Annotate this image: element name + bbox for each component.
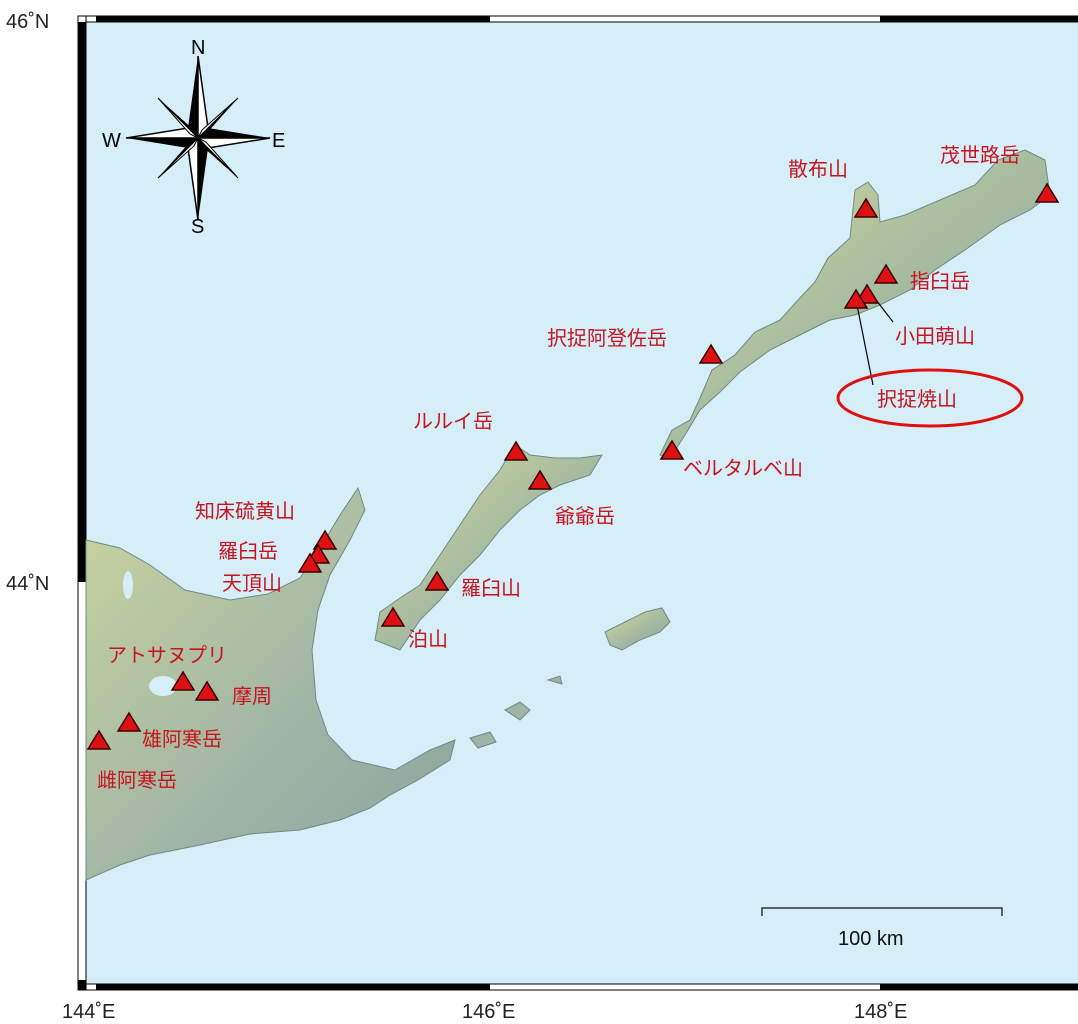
lake-small <box>123 571 133 599</box>
volcano-marker <box>86 729 112 750</box>
volcano-marker <box>312 529 338 550</box>
lake-kussharo <box>149 676 177 696</box>
compass-east-label: E <box>272 130 285 152</box>
kunashiri-island <box>374 444 603 651</box>
lon-label-148: 148˚E <box>854 1001 907 1023</box>
map-frame <box>77 15 1078 991</box>
compass-west-label: W <box>102 130 121 152</box>
label-rausu-dake: 羅臼岳 <box>218 539 278 563</box>
lat-label-46: 46˚N <box>6 11 49 33</box>
lat-label-44: 44˚N <box>6 573 49 595</box>
scale-bar-label: 100 km <box>838 928 904 950</box>
label-meakan: 雌阿寒岳 <box>97 768 177 792</box>
volcano-marker <box>380 606 406 627</box>
label-yubiusu: 指臼岳 <box>910 269 970 293</box>
hokkaido-landmass <box>85 486 456 881</box>
label-rurui: ルルイ岳 <box>413 409 493 433</box>
label-moyoro: 茂世路岳 <box>940 143 1020 167</box>
label-tencho: 天頂山 <box>222 571 282 595</box>
compass-south-label: S <box>191 216 204 238</box>
shikotan-island <box>604 607 671 651</box>
label-etorofu-yake: 択捉焼山 <box>877 387 957 411</box>
volcano-marker <box>503 440 529 461</box>
scale-bar: 100 km <box>761 907 1003 950</box>
label-mashu: 摩周 <box>232 684 272 708</box>
label-shiretoko-io: 知床硫黄山 <box>195 499 295 523</box>
volcano-marker <box>1034 182 1060 203</box>
lon-label-146: 146˚E <box>462 1001 515 1023</box>
label-odamoi: 小田萌山 <box>895 324 975 348</box>
volcano-marker <box>843 288 869 309</box>
label-atosanupuri: アトサヌプリ <box>107 643 227 667</box>
label-tomari: 泊山 <box>408 627 448 651</box>
habomai-islet <box>469 731 497 749</box>
volcano-marker <box>527 469 553 490</box>
label-chacha: 爺爺岳 <box>555 504 615 528</box>
label-berutarube: ベルタルベ山 <box>683 456 803 480</box>
habomai-islet <box>546 675 563 685</box>
axis-labels: 46˚N 44˚N 144˚E 146˚E 148˚E <box>6 11 907 1023</box>
volcano-marker <box>194 680 220 701</box>
volcano-labels: 散布山 茂世路岳 指臼岳 小田萌山 択捉阿登佐岳 択捉焼山 ベルタルベ山 ルルイ… <box>97 143 1020 792</box>
volcano-marker <box>170 670 196 691</box>
volcano-marker <box>853 197 879 218</box>
highlight-ellipse <box>836 368 1024 428</box>
volcano-marker <box>698 343 724 364</box>
volcano-marker <box>424 570 450 591</box>
habomai-islet <box>504 701 531 721</box>
label-oakan: 雄阿寒岳 <box>142 727 222 751</box>
volcano-marker <box>659 439 685 460</box>
volcano-marker <box>297 552 323 573</box>
label-sanpu: 散布山 <box>788 157 848 181</box>
label-rausu-yama: 羅臼山 <box>461 576 521 600</box>
volcano-markers <box>86 182 1060 750</box>
compass-north-label: N <box>191 37 205 59</box>
lon-label-144: 144˚E <box>62 1001 115 1023</box>
label-atosa: 択捉阿登佐岳 <box>547 326 667 350</box>
volcano-marker <box>116 711 142 732</box>
volcano-marker <box>873 263 899 284</box>
compass-rose: N S E W <box>102 37 285 238</box>
